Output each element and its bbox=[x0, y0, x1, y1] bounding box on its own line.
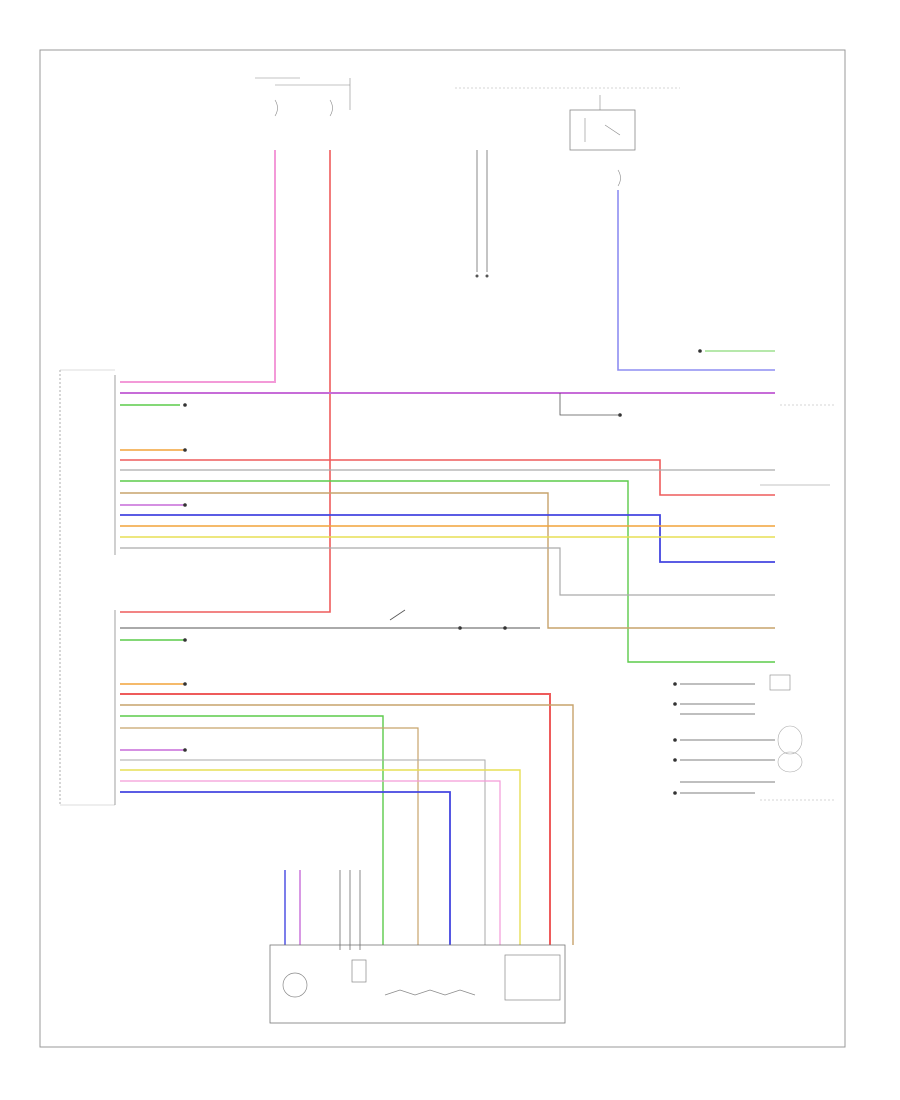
connector-pins bbox=[183, 349, 702, 795]
top-left-fuses bbox=[255, 77, 351, 117]
bottom-controller bbox=[504, 954, 561, 1001]
wire-tan-long bbox=[120, 492, 775, 629]
diagram-border bbox=[39, 49, 846, 1048]
wire-green-long bbox=[120, 480, 775, 663]
wire-pink-feed bbox=[120, 150, 276, 383]
wire-red-loop bbox=[120, 459, 775, 496]
wire-tan-down bbox=[120, 704, 574, 945]
wire-red-down bbox=[120, 693, 551, 945]
right-components bbox=[389, 393, 835, 801]
top-right-relay bbox=[455, 87, 680, 278]
left-module bbox=[59, 369, 116, 806]
right-sensor-2 bbox=[777, 751, 803, 773]
bottom-module bbox=[269, 944, 566, 1024]
wire-yellow-down bbox=[120, 769, 521, 945]
wire-blue-down bbox=[120, 791, 451, 945]
right-sensor-1 bbox=[777, 725, 803, 755]
wire-tan-down-2 bbox=[120, 727, 419, 945]
wire-pink-down bbox=[120, 780, 501, 945]
relay-box bbox=[569, 109, 636, 151]
right-component-box bbox=[769, 674, 791, 691]
ground-point-2 bbox=[485, 274, 489, 278]
motor-left-symbol bbox=[282, 972, 308, 998]
wire-gray-2 bbox=[120, 547, 775, 596]
wire-gray-down bbox=[120, 759, 486, 945]
wire-blue-loop bbox=[120, 514, 775, 563]
fuse-right-symbol bbox=[617, 169, 621, 187]
bottom-module-box bbox=[269, 944, 566, 1024]
resistor-symbol bbox=[351, 959, 367, 983]
fuse-left-symbol bbox=[274, 99, 278, 117]
ground-point-1 bbox=[475, 274, 479, 278]
wire-lightblue-relay bbox=[617, 190, 775, 371]
wires bbox=[120, 150, 775, 950]
wire-red-feed bbox=[120, 150, 331, 613]
wire-green-down bbox=[120, 715, 384, 945]
switch-chain bbox=[384, 989, 476, 996]
fuse-center-symbol bbox=[329, 99, 333, 117]
